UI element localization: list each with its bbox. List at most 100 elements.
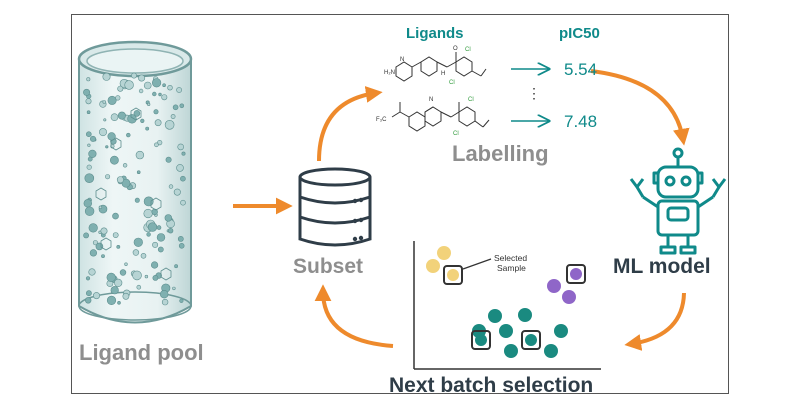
selection-box	[471, 330, 491, 350]
bubble	[102, 100, 107, 104]
robot-icon	[629, 147, 727, 255]
molecule-sketch	[130, 107, 142, 121]
bubble	[116, 244, 121, 249]
next-batch-label: Next batch selection	[389, 374, 593, 394]
bubble	[117, 85, 124, 92]
bubble	[89, 249, 97, 257]
bubble	[114, 278, 123, 288]
bubble	[105, 174, 111, 180]
bubble	[138, 74, 146, 82]
bubble	[106, 295, 117, 306]
bubble	[135, 150, 145, 160]
selection-box	[566, 264, 586, 284]
svg-text:Cl: Cl	[468, 97, 474, 103]
selection-box	[521, 330, 541, 350]
bubble	[157, 246, 164, 253]
bubble	[122, 163, 128, 168]
ligand-structure-1: H₂N N H O Cl Cl	[384, 46, 487, 86]
bubble	[145, 126, 150, 131]
bubble	[103, 118, 107, 122]
bubble	[168, 184, 174, 189]
bubble	[126, 132, 131, 138]
bubble	[167, 228, 174, 234]
figure-frame: Ligand pool Subset Ligands pIC50 H₂N N H…	[71, 14, 729, 394]
ligands-header: Ligands	[406, 25, 464, 42]
svg-text:Cl: Cl	[465, 47, 471, 53]
bubble	[100, 227, 108, 235]
bubble	[132, 249, 140, 256]
svg-text:N: N	[429, 97, 433, 103]
bubble	[85, 276, 91, 281]
bubble	[138, 88, 144, 94]
bubble	[84, 206, 95, 216]
bubble	[110, 155, 119, 165]
bubble	[101, 254, 105, 259]
bubble	[167, 84, 173, 91]
arrow-subset-to-labelling	[317, 86, 383, 162]
arrow-selection-to-subset	[314, 284, 394, 348]
bubble	[133, 237, 143, 247]
bubble	[143, 81, 152, 90]
bubble	[83, 88, 91, 96]
bubble	[110, 113, 119, 121]
scatter-point-purple	[562, 290, 576, 304]
bubble	[146, 232, 151, 237]
bubble	[173, 188, 181, 196]
bubble	[88, 223, 98, 233]
bubble	[172, 104, 179, 111]
molecule-sketch	[100, 237, 112, 251]
bubble	[124, 262, 128, 266]
bubble	[93, 292, 101, 300]
scatter-point-teal	[499, 324, 513, 338]
svg-text:Cl: Cl	[449, 80, 455, 86]
arrow-model-to-selection	[624, 292, 686, 351]
bubble	[83, 232, 89, 239]
bubble	[147, 102, 151, 106]
bubble	[179, 298, 184, 303]
bubble	[132, 270, 142, 281]
bubble	[84, 297, 92, 304]
bubble	[180, 199, 186, 206]
bubble	[179, 103, 185, 109]
bubble	[140, 253, 147, 259]
bubble	[144, 274, 149, 279]
molecule-sketch	[150, 197, 162, 211]
bubble	[122, 292, 130, 300]
bubble	[105, 145, 109, 149]
ligand-structure-2: F₃C N Cl Cl	[376, 97, 490, 137]
scatter-point-teal-selected	[475, 334, 487, 346]
ligand-pool-cylinder	[77, 40, 193, 324]
bubble	[117, 300, 121, 305]
bubble	[119, 269, 127, 276]
bubble	[115, 95, 121, 101]
bubble	[143, 208, 153, 219]
vertical-dots: ⋮	[527, 85, 541, 101]
selected-sample-pointer	[462, 258, 492, 270]
bubble	[116, 176, 124, 184]
database-icon	[298, 167, 372, 247]
arrow-labelling-to-model	[590, 69, 690, 146]
ml-model-label: ML model	[613, 255, 711, 278]
bubble	[152, 78, 162, 88]
ligand-pool-label: Ligand pool	[79, 340, 204, 365]
bubble	[121, 178, 131, 188]
bubble	[165, 156, 172, 163]
pic50-header: pIC50	[559, 25, 600, 42]
bubble	[154, 142, 159, 148]
bubble	[152, 91, 157, 97]
scatter-point-yellow-selected	[447, 269, 459, 281]
bubble	[181, 151, 186, 156]
bubble	[156, 225, 162, 230]
scatter-point-teal	[544, 344, 558, 358]
bubble	[87, 156, 93, 162]
labelling-label: Labelling	[452, 141, 549, 166]
bubble	[112, 232, 119, 238]
scatter-point-purple-selected	[570, 268, 582, 280]
bubble	[178, 243, 185, 249]
bubble	[117, 111, 126, 120]
bubble	[112, 212, 119, 220]
bubble	[83, 199, 93, 208]
scatter-point-teal-selected	[525, 334, 537, 346]
bubble	[106, 272, 116, 283]
bubble	[151, 261, 159, 269]
